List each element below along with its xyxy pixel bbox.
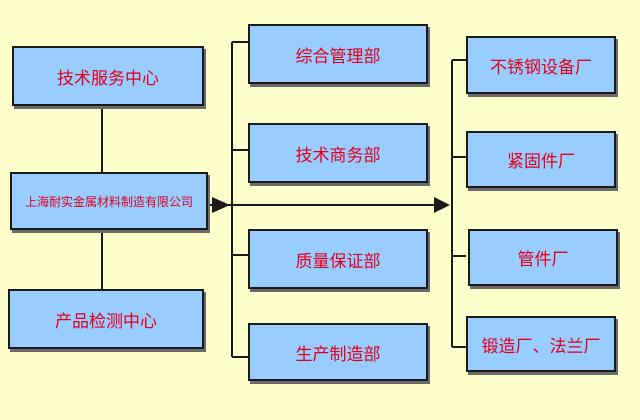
arrowhead-factories xyxy=(434,197,450,213)
node-stainless-equipment-factory: 不锈钢设备厂 xyxy=(466,36,616,94)
node-tech-business-dept: 技术商务部 xyxy=(248,123,428,183)
node-company: 上海耐实金属材料制造有限公司 xyxy=(10,172,208,230)
arrowhead-company xyxy=(212,197,230,213)
node-production-dept: 生产制造部 xyxy=(248,323,428,381)
node-forging-flange-factory: 锻造厂、法兰厂 xyxy=(466,316,616,372)
node-product-testing-center: 产品检测中心 xyxy=(8,289,204,349)
node-general-management-dept: 综合管理部 xyxy=(248,24,428,84)
node-quality-assurance-dept: 质量保证部 xyxy=(248,229,428,289)
node-fastener-factory: 紧固件厂 xyxy=(466,131,616,188)
node-pipe-fitting-factory: 管件厂 xyxy=(468,229,618,286)
node-tech-service-center: 技术服务中心 xyxy=(12,46,204,106)
